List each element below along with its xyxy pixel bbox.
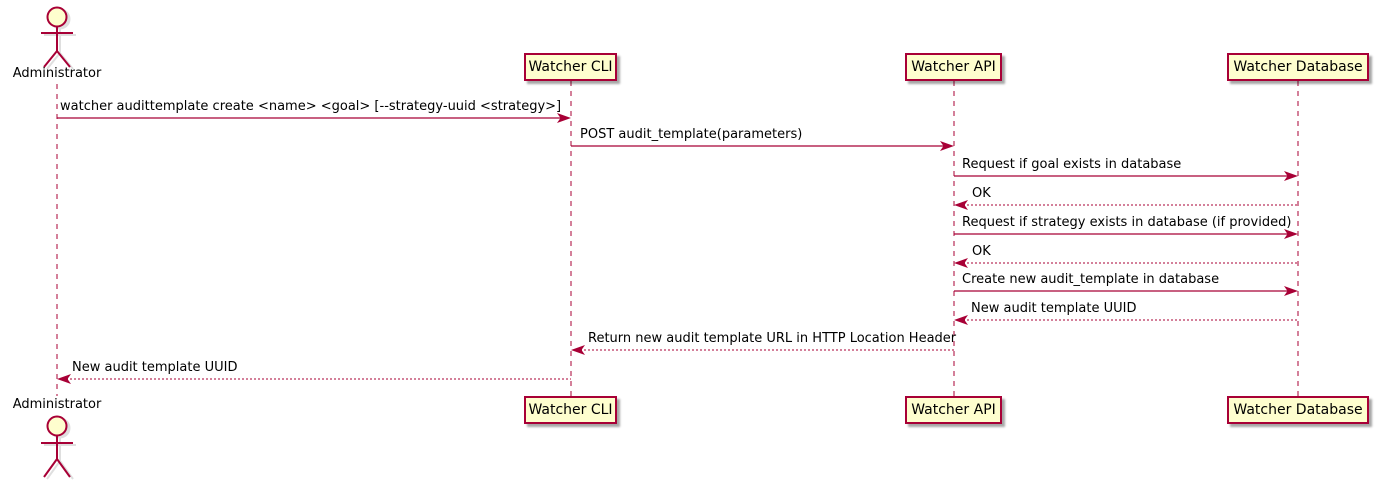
lifelines — [56, 81, 1299, 396]
message-arrow-3 — [954, 171, 1298, 181]
message-arrow-8 — [954, 315, 1298, 325]
participant-watcher-cli-bottom: Watcher CLI — [524, 396, 617, 424]
message-label-3: Request if goal exists in database — [962, 157, 1182, 172]
message-label-2: POST audit_template(parameters) — [580, 127, 803, 142]
message-arrow-4 — [954, 200, 1298, 210]
actor-figure-top — [41, 6, 73, 68]
message-label-4: OK — [972, 186, 991, 201]
message-arrow-9 — [571, 345, 954, 355]
message-arrow-10 — [57, 374, 571, 384]
message-label-1: watcher audittemplate create <name> <goa… — [60, 99, 562, 114]
message-label-10: New audit template UUID — [72, 360, 238, 375]
participant-watcher-api-top: Watcher API — [905, 53, 1002, 81]
participant-watcher-database-bottom: Watcher Database — [1227, 396, 1369, 424]
participant-watcher-cli-top: Watcher CLI — [524, 53, 617, 81]
message-label-6: OK — [972, 244, 991, 259]
message-arrow-2 — [571, 141, 954, 151]
actor-figure-bottom — [41, 415, 73, 478]
actor-label-administrator-top: Administrator — [12, 66, 102, 81]
message-arrow-5 — [954, 229, 1298, 239]
actor-label-administrator-bottom: Administrator — [12, 397, 102, 412]
message-arrow-7 — [954, 286, 1298, 296]
message-arrow-1 — [57, 113, 571, 123]
message-label-9: Return new audit template URL in HTTP Lo… — [588, 331, 957, 346]
participant-watcher-database-top: Watcher Database — [1227, 53, 1369, 81]
message-arrow-6 — [954, 258, 1298, 268]
message-label-5: Request if strategy exists in database (… — [962, 215, 1292, 230]
participant-watcher-api-bottom: Watcher API — [905, 396, 1002, 424]
message-label-8: New audit template UUID — [971, 301, 1137, 316]
message-label-7: Create new audit_template in database — [962, 272, 1220, 287]
